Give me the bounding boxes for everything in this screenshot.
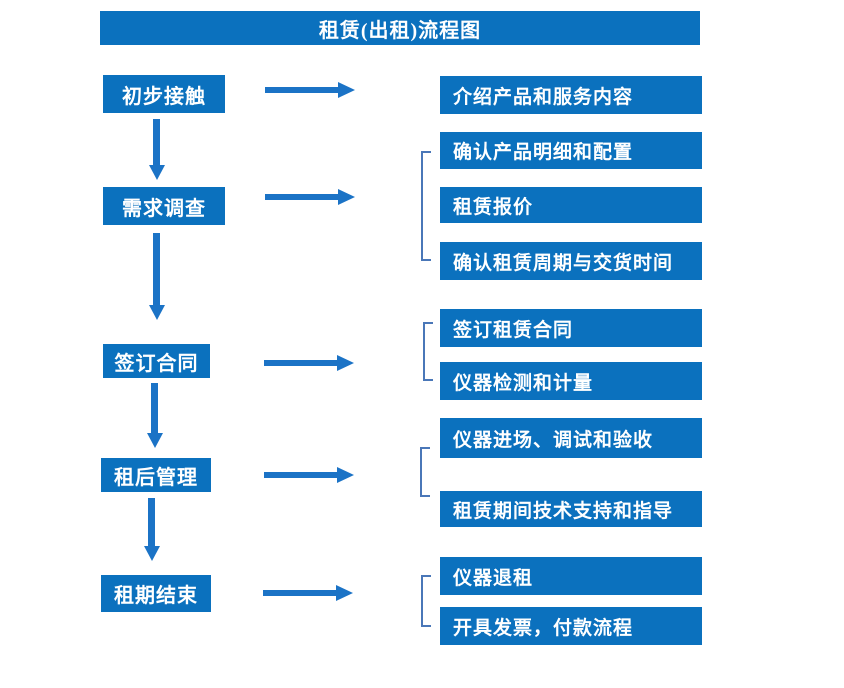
right-arrow-shaft <box>264 472 338 478</box>
step-box-sign-contract: 签订合同 <box>103 344 210 378</box>
right-arrow-icon <box>264 467 354 483</box>
down-arrow-icon <box>149 233 165 320</box>
right-arrow-icon <box>263 585 353 601</box>
right-arrow-head <box>337 355 354 371</box>
down-arrow-icon <box>149 119 165 180</box>
down-arrow-head <box>149 165 165 180</box>
right-arrow-shaft <box>264 360 338 366</box>
detail-box-confirm-product-spec: 确认产品明细和配置 <box>440 132 702 169</box>
right-arrow-shaft <box>265 87 339 93</box>
down-arrow-icon <box>144 498 160 561</box>
flowchart-title: 租赁(出租)流程图 <box>100 11 700 45</box>
bracket-connector <box>420 447 430 497</box>
right-arrow-head <box>338 189 355 205</box>
right-arrow-icon <box>265 82 355 98</box>
step-box-rental-end: 租期结束 <box>101 575 211 612</box>
right-arrow-head <box>336 585 353 601</box>
detail-box-instrument-return: 仪器退租 <box>440 557 702 595</box>
detail-box-introduce-products: 介绍产品和服务内容 <box>440 76 702 114</box>
right-arrow-shaft <box>265 194 339 200</box>
detail-box-tech-support: 租赁期间技术支持和指导 <box>440 491 702 527</box>
detail-box-instrument-entry: 仪器进场、调试和验收 <box>440 418 702 458</box>
right-arrow-head <box>338 82 355 98</box>
right-arrow-icon <box>265 189 355 205</box>
detail-box-rental-quote: 租赁报价 <box>440 187 702 223</box>
down-arrow-shaft <box>148 498 155 547</box>
right-arrow-shaft <box>263 590 337 596</box>
down-arrow-shaft <box>153 119 160 166</box>
down-arrow-icon <box>147 383 163 448</box>
step-box-initial-contact: 初步接触 <box>103 75 225 113</box>
down-arrow-head <box>149 305 165 320</box>
bracket-connector <box>421 575 431 627</box>
right-arrow-head <box>337 467 354 483</box>
down-arrow-head <box>147 433 163 448</box>
step-box-demand-survey: 需求调查 <box>103 187 225 225</box>
down-arrow-head <box>144 546 160 561</box>
down-arrow-shaft <box>151 383 158 434</box>
bracket-connector <box>423 322 433 381</box>
detail-box-confirm-period: 确认租赁周期与交货时间 <box>440 242 702 280</box>
right-arrow-icon <box>264 355 354 371</box>
detail-box-invoice-payment: 开具发票，付款流程 <box>440 607 702 645</box>
down-arrow-shaft <box>153 233 160 306</box>
step-box-post-rental-mgmt: 租后管理 <box>101 458 211 492</box>
bracket-connector <box>421 151 431 261</box>
detail-box-sign-rental-contract: 签订租赁合同 <box>440 309 702 347</box>
detail-box-instrument-testing: 仪器检测和计量 <box>440 362 702 400</box>
